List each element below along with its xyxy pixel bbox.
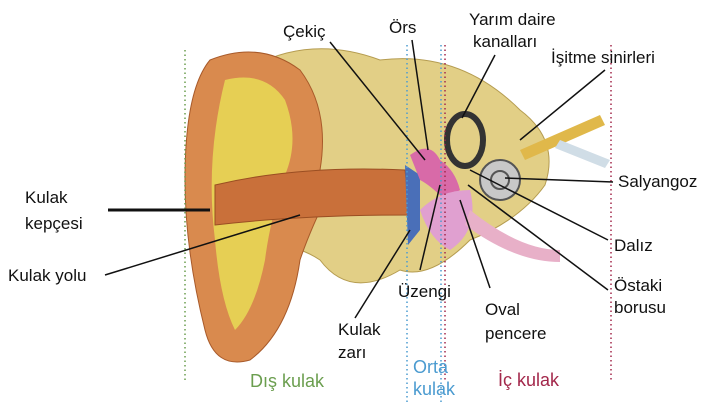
label-kulak-zari-1: Kulak [338, 320, 381, 339]
eustachian-tube [465, 210, 560, 262]
semicircular-canals [444, 111, 486, 169]
label-cekic: Çekiç [283, 22, 326, 41]
label-salyangoz: Salyangoz [618, 172, 698, 191]
cochlea [479, 159, 521, 201]
label-isitme-sinirleri: İşitme sinirleri [551, 48, 655, 67]
label-kulak-zari-2: zarı [338, 343, 367, 362]
label-oval-2: pencere [485, 324, 547, 343]
label-kulak-kepcesi-2: kepçesi [25, 214, 83, 233]
auditory-nerve [520, 115, 605, 160]
label-kulak-kepcesi-1: Kulak [25, 188, 68, 207]
label-ors: Örs [389, 18, 417, 37]
label-ostaki-1: Östaki [614, 276, 663, 295]
label-yarim-daire-2: kanalları [473, 32, 538, 51]
label-daliz: Dalız [614, 236, 653, 255]
ossicles [410, 148, 460, 200]
eardrum [405, 165, 420, 245]
section-orta-kulak-1: Orta [413, 357, 449, 377]
section-orta-kulak-2: kulak [413, 379, 456, 399]
section-ic-kulak: İç kulak [498, 370, 560, 390]
leader-lines [104, 39, 614, 319]
section-dis-kulak: Dış kulak [250, 371, 325, 391]
label-oval-1: Oval [485, 300, 520, 319]
label-ostaki-2: borusu [614, 298, 666, 317]
label-uzengi: Üzengi [398, 282, 451, 301]
label-kulak-yolu: Kulak yolu [8, 266, 87, 285]
label-yarim-daire-1: Yarım daire [469, 10, 556, 29]
